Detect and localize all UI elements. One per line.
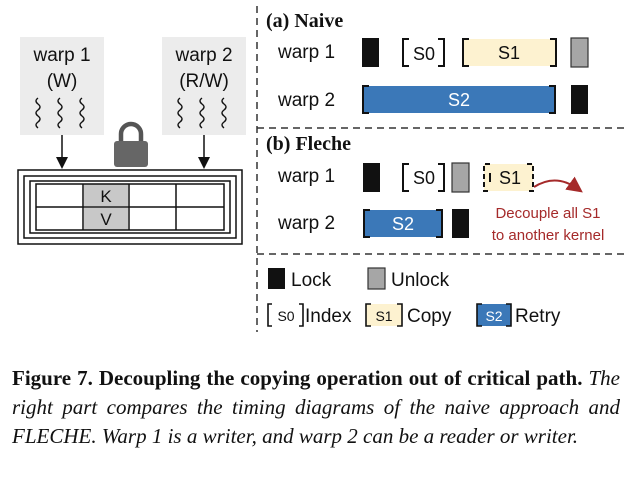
decoupling-diagram: warp 1 (W) warp 2 (R/W) K (17, 6, 626, 332)
decouple-note-line1: Decouple all S1 (495, 205, 600, 222)
legend-retry-swatch: S2 (476, 303, 512, 327)
naive-warp1-label: warp 1 (277, 42, 335, 63)
fleche-warp2-retry-block: S2 (363, 209, 443, 238)
fleche-warp2-lock (452, 209, 469, 238)
wavy-thread-icon (35, 97, 85, 129)
caption-label: Figure 7. Decoupling the copying operati… (12, 366, 583, 390)
fleche-s0-label: S0 (413, 168, 435, 188)
naive-warp1-lock (362, 38, 379, 67)
legend-retry-label: Retry (515, 306, 561, 327)
legend: Lock Unlock S0 Index S1 Copy S2 Retry (267, 267, 561, 327)
naive-title: (a) Naive (266, 10, 343, 32)
warp1-role: (W) (47, 71, 78, 92)
naive-warp1-copy-block: S1 (462, 38, 557, 67)
warp1-panel: warp 1 (W) (20, 37, 104, 135)
fleche-s1-label: S1 (499, 168, 521, 188)
warp1-name: warp 1 (32, 45, 90, 66)
naive-warp2-label: warp 2 (277, 90, 335, 111)
legend-unlock-label: Unlock (391, 270, 450, 291)
naive-s1-label: S1 (498, 43, 520, 63)
fleche-s2-label: S2 (392, 214, 414, 234)
fleche-warp1-label: warp 1 (277, 166, 335, 187)
naive-s0-label: S0 (413, 44, 435, 64)
decouple-arrow-icon (533, 176, 583, 193)
fleche-warp1-copy-block: S1 (483, 163, 534, 192)
legend-lock-label: Lock (291, 270, 332, 291)
legend-index-tag: S0 (277, 308, 294, 324)
decouple-note-line2: to another kernel (492, 227, 605, 244)
caption-text: The right part compares the timing diagr… (12, 366, 620, 448)
fleche-warp1-unlock (451, 162, 470, 193)
key-cell (84, 184, 128, 206)
fleche-warp1-index-block: S0 (402, 163, 445, 192)
naive-warp2-lock (571, 85, 588, 114)
hash-table: K V (17, 169, 243, 245)
warp2-name: warp 2 (174, 45, 232, 66)
value-cell (84, 208, 128, 230)
naive-warp2-retry-block: S2 (362, 85, 556, 114)
figure-caption: Figure 7. Decoupling the copying operati… (12, 364, 620, 451)
wavy-thread-icon (177, 97, 227, 129)
naive-warp1-index-block: S0 (402, 38, 445, 67)
fleche-title: (b) Fleche (266, 133, 351, 155)
value-label: V (100, 210, 112, 229)
legend-index-swatch: S0 (267, 303, 304, 327)
naive-warp1-unlock (570, 37, 589, 68)
fleche-warp2-label: warp 2 (277, 213, 335, 234)
fleche-warp1-lock (363, 163, 380, 192)
warp2-role: (R/W) (179, 71, 229, 92)
warp2-panel: warp 2 (R/W) (162, 37, 246, 135)
legend-copy-swatch: S1 (365, 303, 403, 327)
key-label: K (100, 187, 112, 206)
legend-copy-label: Copy (407, 306, 452, 327)
legend-lock-swatch (268, 268, 285, 289)
naive-s2-label: S2 (448, 90, 470, 110)
padlock-icon (114, 121, 148, 167)
legend-index-label: Index (305, 306, 352, 327)
legend-retry-tag: S2 (485, 308, 502, 324)
legend-copy-tag: S1 (375, 308, 392, 324)
legend-unlock-swatch (367, 267, 386, 290)
